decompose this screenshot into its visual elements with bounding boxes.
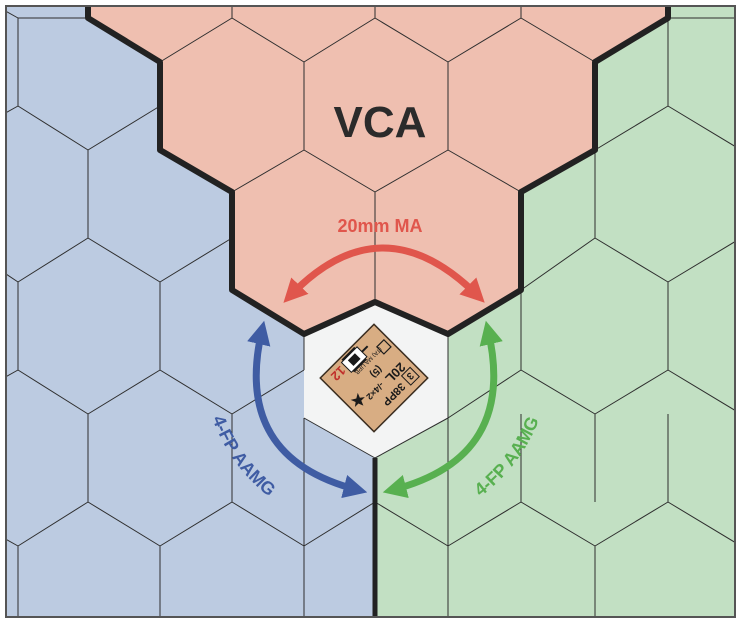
right-arc-arrow [382,320,503,499]
counter-square-mark [375,338,392,355]
counter-body [319,323,429,433]
left-arc-arrow [247,320,368,499]
front-arc-arrow [283,244,485,303]
front-arc-label: 20mm MA [337,216,422,236]
board-frame [5,5,736,618]
counter-rof-box [400,366,420,386]
star-icon [350,392,365,407]
tank-silhouette-icon [340,345,369,374]
vca-label: VCA [334,98,427,147]
vehicle-counter[interactable]: 3 38PP 20L -/4×2 (5) (TA) MA UPB 12 [319,323,429,433]
